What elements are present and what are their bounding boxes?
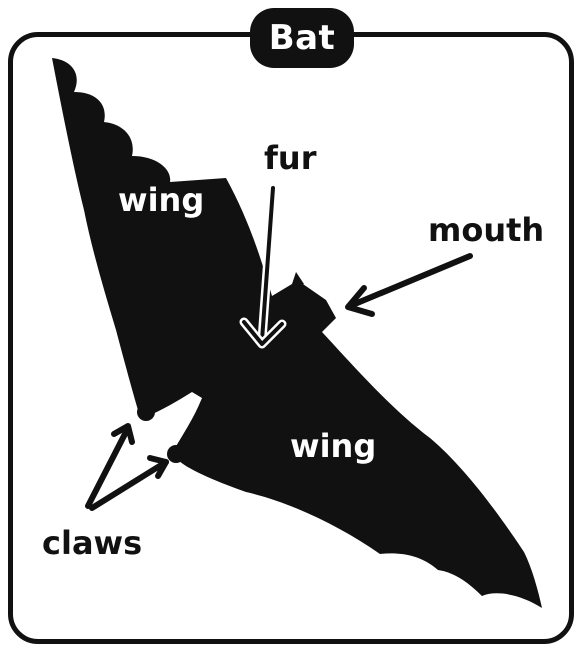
label-fur: fur (264, 142, 316, 174)
label-mouth: mouth (428, 214, 544, 246)
label-wing-lower: wing (290, 430, 376, 462)
claws-arrows (88, 426, 166, 508)
claw-upper (137, 403, 155, 421)
label-claws: claws (42, 527, 142, 559)
mouth-arrow (348, 256, 470, 314)
diagram-title: Bat (250, 8, 354, 68)
claw-lower (167, 445, 185, 463)
label-wing-upper: wing (118, 184, 204, 216)
